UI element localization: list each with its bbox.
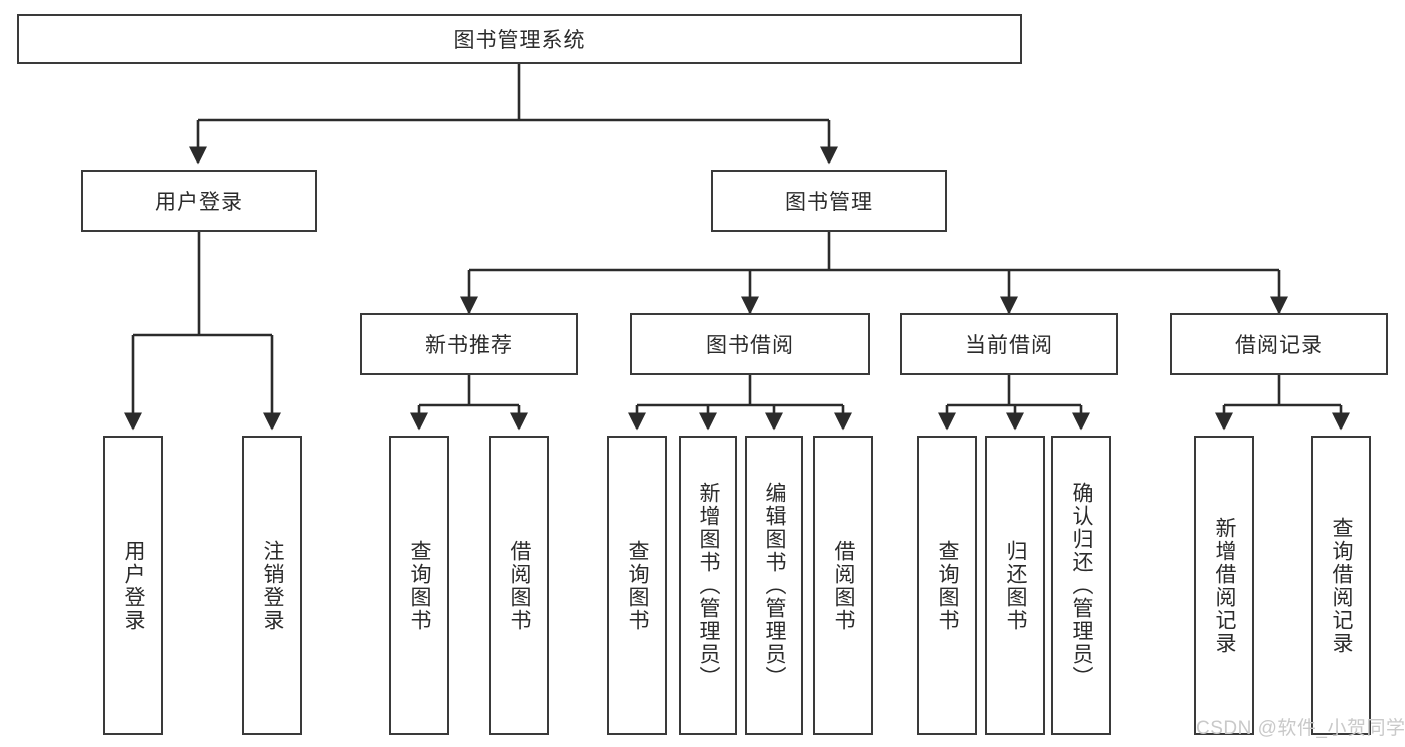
node-leaf-query-book-1[interactable]: 查询图书 [389, 436, 449, 735]
node-leaf-query-borrow-record[interactable]: 查询借阅记录 [1311, 436, 1371, 735]
node-label: 借阅图书 [508, 539, 532, 632]
node-label: 图书管理 [785, 191, 873, 214]
node-leaf-logout-login[interactable]: 注销登录 [242, 436, 302, 735]
node-label: 编辑图书（管理员） [763, 482, 787, 689]
node-label: 新增图书（管理员） [697, 482, 721, 689]
node-label: 查询图书 [626, 539, 650, 632]
node-leaf-add-borrow-record[interactable]: 新增借阅记录 [1194, 436, 1254, 735]
node-label: 借阅记录 [1235, 334, 1323, 357]
node-leaf-borrow-book-2[interactable]: 借阅图书 [813, 436, 873, 735]
node-leaf-user-login[interactable]: 用户登录 [103, 436, 163, 735]
node-leaf-query-book-2[interactable]: 查询图书 [607, 436, 667, 735]
node-label: 用户登录 [122, 539, 146, 632]
node-label: 图书管理系统 [453, 29, 586, 52]
node-root-book-management-system[interactable]: 图书管理系统 [17, 14, 1022, 64]
node-label: 借阅图书 [832, 539, 856, 632]
node-user-login[interactable]: 用户登录 [81, 170, 317, 232]
node-book-borrow[interactable]: 图书借阅 [630, 313, 870, 375]
node-label: 查询图书 [936, 539, 960, 632]
node-leaf-borrow-book-1[interactable]: 借阅图书 [489, 436, 549, 735]
node-label: 归还图书 [1004, 539, 1028, 632]
node-label: 注销登录 [261, 539, 285, 632]
node-leaf-return-book[interactable]: 归还图书 [985, 436, 1045, 735]
node-label: 图书借阅 [706, 334, 794, 357]
node-borrow-record[interactable]: 借阅记录 [1170, 313, 1388, 375]
csdn-watermark: CSDN @软件_小贺同学 [1196, 718, 1405, 739]
node-leaf-query-book-3[interactable]: 查询图书 [917, 436, 977, 735]
node-new-book-recommend[interactable]: 新书推荐 [360, 313, 578, 375]
node-label: 查询借阅记录 [1330, 516, 1354, 655]
node-label: 确认归还（管理员） [1070, 482, 1094, 689]
node-current-borrow[interactable]: 当前借阅 [900, 313, 1118, 375]
node-leaf-add-book-admin[interactable]: 新增图书（管理员） [679, 436, 737, 735]
node-leaf-edit-book-admin[interactable]: 编辑图书（管理员） [745, 436, 803, 735]
node-leaf-confirm-return-admin[interactable]: 确认归还（管理员） [1051, 436, 1111, 735]
node-label: 用户登录 [155, 191, 243, 214]
node-label: 新增借阅记录 [1213, 516, 1237, 655]
node-book-management[interactable]: 图书管理 [711, 170, 947, 232]
node-label: 查询图书 [408, 539, 432, 632]
node-label: 新书推荐 [425, 334, 513, 357]
node-label: 当前借阅 [965, 334, 1053, 357]
